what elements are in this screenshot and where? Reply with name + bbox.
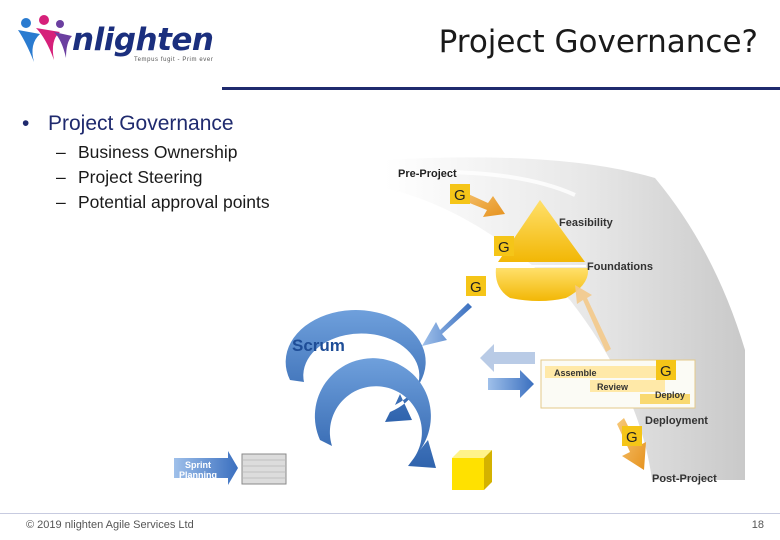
company-logo — [14, 14, 214, 70]
svg-text:G: G — [626, 429, 638, 446]
bullet-main-text: Project Governance — [48, 112, 234, 135]
gate-marker-pre-project: G — [450, 184, 470, 204]
svg-text:G: G — [660, 363, 672, 380]
deployment-label: Deployment — [645, 415, 708, 427]
svg-text:G: G — [454, 187, 466, 204]
footer-copyright: © 2019 nlighten Agile Services Ltd — [26, 519, 194, 531]
assemble-label: Assemble — [554, 368, 597, 378]
review-label: Review — [597, 382, 629, 392]
return-to-foundations-arrow — [575, 285, 611, 352]
sprint-label: Sprint — [336, 410, 385, 429]
foundations-funnel — [495, 268, 589, 301]
pre-project-label: Pre-Project — [398, 168, 457, 180]
feasibility-triangle — [498, 200, 585, 262]
sprint-cycle-arrow — [314, 358, 436, 468]
svg-text:G: G — [470, 279, 482, 296]
bullet-sub-2: –Project Steering — [56, 167, 203, 187]
scrum-cycle-arrow — [285, 309, 426, 422]
logo-figures-icon — [18, 15, 72, 62]
lifecycle-band — [385, 157, 745, 481]
page-number: 18 — [751, 519, 764, 531]
to-scrum-arrow — [422, 303, 472, 346]
sprint-planning-label-line2: Planning — [179, 470, 217, 480]
deploy-label: Deploy — [655, 390, 685, 400]
scrum-label: Scrum — [292, 336, 345, 355]
bullet-sub-3: –Potential approval points — [56, 192, 270, 212]
gate-marker-deployment: G — [622, 426, 642, 446]
footer-divider — [0, 513, 780, 514]
increment-cube-icon — [452, 458, 484, 490]
to-deployment-arrow — [488, 370, 534, 398]
logo-wordmark: nlighten — [72, 22, 214, 58]
from-deployment-arrow — [480, 344, 535, 372]
gate-marker-deploy: G — [656, 360, 676, 380]
sprint-backlog-box — [241, 453, 287, 485]
gate-marker-foundations: G — [466, 276, 486, 296]
sprint-planning-label-line1: Sprint — [185, 460, 211, 470]
gate-marker-feasibility: G — [494, 236, 514, 256]
bullet-main: •Project Governance — [22, 112, 234, 135]
logo-tagline: Tempus fugit - Prim ever — [134, 57, 214, 63]
bullet-list: •Project Governance –Business Ownership … — [22, 112, 270, 213]
post-project-label: Post-Project — [652, 473, 717, 485]
slide-title: Project Governance? — [438, 24, 758, 60]
foundations-label: Foundations — [587, 261, 653, 273]
feasibility-label: Feasibility — [559, 217, 614, 229]
sprint-planning-arrow — [174, 451, 238, 485]
bullet-sub-1: –Business Ownership — [56, 142, 238, 162]
svg-text:G: G — [498, 239, 510, 256]
header-divider — [222, 87, 780, 90]
